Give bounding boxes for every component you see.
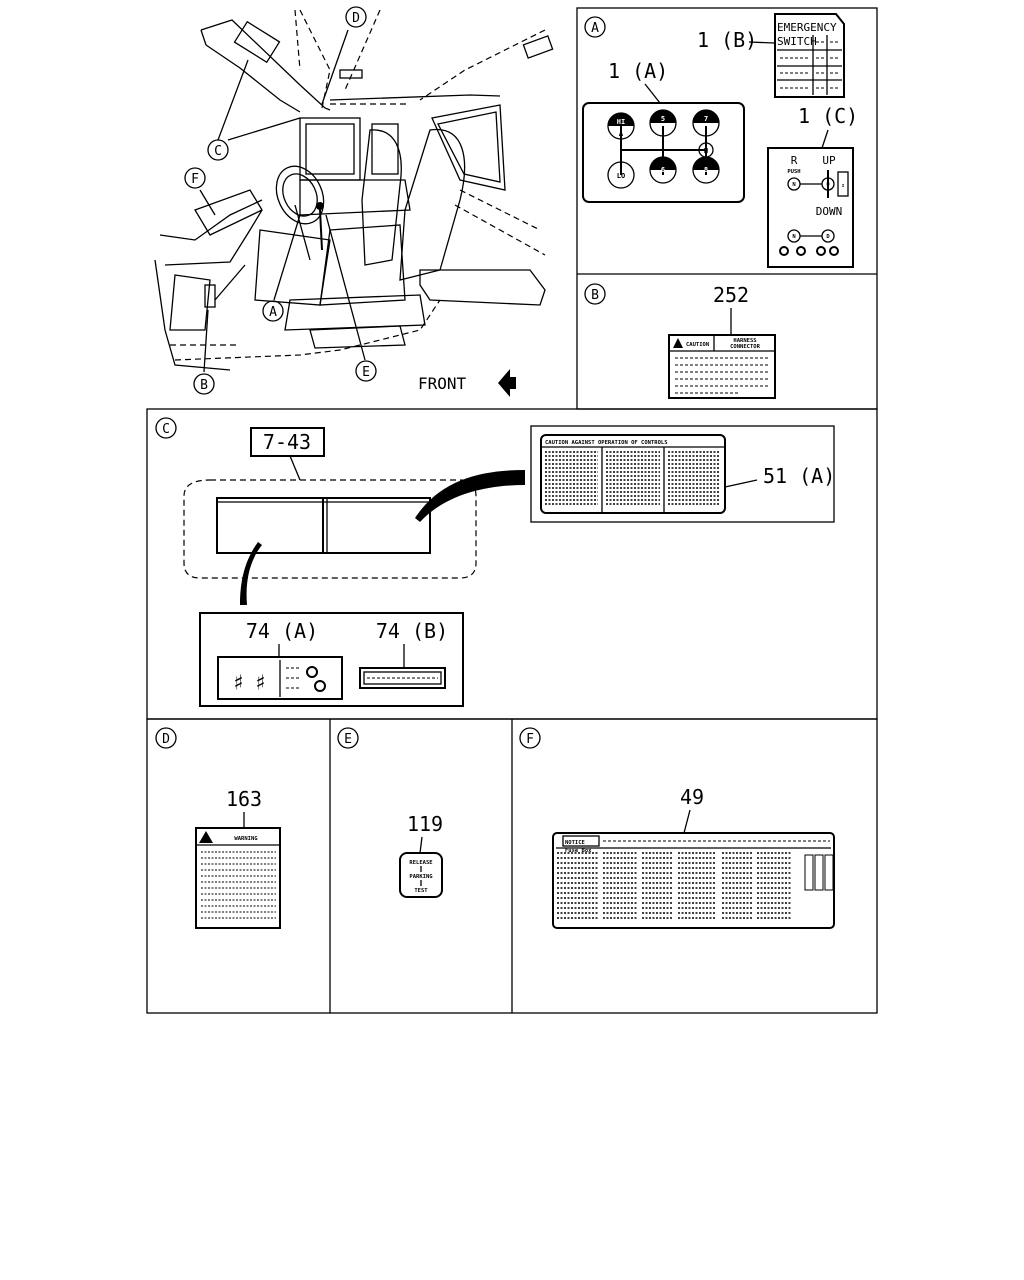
part-51a-label: 51 (A) bbox=[763, 464, 835, 488]
callout-b: B bbox=[193, 373, 215, 395]
emergency-switch-decal: EMERGENCY SWITCH bbox=[774, 13, 845, 98]
sun-visor bbox=[183, 479, 477, 579]
svg-text:PARKING: PARKING bbox=[409, 874, 433, 880]
callout-e: E bbox=[355, 360, 377, 382]
part-49-label: 49 bbox=[680, 785, 704, 809]
warning-triangle-icon bbox=[673, 338, 683, 348]
svg-text:Fuse Box: Fuse Box bbox=[565, 848, 592, 854]
part-1a-label: 1 (A) bbox=[608, 59, 668, 83]
svg-text:N: N bbox=[704, 147, 708, 155]
svg-text:C: C bbox=[162, 422, 170, 437]
svg-text:8: 8 bbox=[704, 166, 708, 174]
part-1b-label: 1 (B) bbox=[697, 28, 757, 52]
svg-text:6: 6 bbox=[661, 166, 665, 174]
part-74b-label: 74 (B) bbox=[376, 619, 448, 643]
seat-control-decal: ♯ ♯ bbox=[217, 656, 343, 700]
svg-text:UP: UP bbox=[822, 154, 836, 167]
panel-f: F 49 NOTICE Fuse Box bbox=[519, 727, 835, 929]
part-74a-label: 74 (A) bbox=[246, 619, 318, 643]
svg-text:DOWN: DOWN bbox=[816, 205, 843, 218]
svg-text:CAUTION: CAUTION bbox=[686, 342, 709, 348]
part-119-label: 119 bbox=[407, 812, 443, 836]
front-label: FRONT bbox=[418, 374, 467, 393]
gear-icon bbox=[779, 246, 839, 256]
svg-text:F: F bbox=[526, 732, 534, 747]
callout-a: A bbox=[262, 300, 284, 322]
part-163-label: 163 bbox=[226, 787, 262, 811]
svg-text:RELEASE: RELEASE bbox=[409, 860, 432, 866]
svg-text:5: 5 bbox=[661, 115, 665, 123]
callout-f: F bbox=[184, 167, 206, 189]
fuse-box-notice-decal: NOTICE Fuse Box bbox=[552, 832, 835, 929]
svg-text:LO: LO bbox=[617, 172, 625, 180]
svg-text:PUSH: PUSH bbox=[787, 169, 800, 175]
front-arrow-icon bbox=[498, 369, 516, 397]
svg-text:↕: ↕ bbox=[841, 183, 844, 189]
panel-e: E 119 RELEASE PARKING TEST bbox=[337, 727, 443, 898]
svg-text:N: N bbox=[792, 234, 795, 240]
svg-text:A: A bbox=[619, 130, 624, 138]
svg-text:D: D bbox=[826, 234, 830, 240]
svg-text:♯: ♯ bbox=[254, 671, 267, 696]
svg-text:HI: HI bbox=[617, 118, 625, 126]
svg-text:EMERGENCY: EMERGENCY bbox=[777, 21, 837, 34]
svg-text:C: C bbox=[214, 144, 222, 159]
panel-b: B 252 CAUTION HARNESS CONNECTOR bbox=[584, 283, 776, 399]
svg-text:F: F bbox=[191, 172, 199, 187]
panel-frames bbox=[146, 7, 878, 1014]
panel-c: C 7-43 CAUTION AGAINST OPERATION OF CONT… bbox=[155, 417, 835, 707]
shift-pattern-decal: HI A 5 7 N LO 6 8 bbox=[582, 102, 745, 203]
panel-d: D 163 WARNING bbox=[155, 727, 281, 929]
svg-text:SWITCH: SWITCH bbox=[777, 35, 817, 48]
part-1c-label: 1 (C) bbox=[798, 104, 858, 128]
leader-arrow-74 bbox=[240, 542, 262, 605]
svg-text:TEST: TEST bbox=[414, 888, 428, 894]
svg-text:CONNECTOR: CONNECTOR bbox=[730, 344, 760, 350]
caution-harness-decal: CAUTION HARNESS CONNECTOR bbox=[668, 334, 776, 399]
svg-text:B: B bbox=[591, 288, 599, 303]
caution-controls-decal: CAUTION AGAINST OPERATION OF CONTROLS bbox=[540, 434, 726, 514]
svg-text:N: N bbox=[792, 182, 795, 188]
fuse-column bbox=[814, 854, 824, 891]
svg-text:NOTICE: NOTICE bbox=[565, 840, 585, 846]
callout-d: D bbox=[345, 6, 367, 28]
part-743-label: 7-43 bbox=[263, 430, 311, 454]
svg-text:D: D bbox=[162, 732, 170, 747]
svg-text:A: A bbox=[591, 21, 599, 36]
strip-decal bbox=[359, 667, 446, 689]
svg-text:HARNESS: HARNESS bbox=[733, 338, 756, 344]
svg-text:WARNING: WARNING bbox=[234, 836, 258, 842]
release-parking-test-decal: RELEASE PARKING TEST bbox=[399, 852, 443, 898]
part-252-label: 252 bbox=[713, 283, 749, 307]
svg-text:B: B bbox=[200, 378, 208, 393]
fuse-column bbox=[804, 854, 814, 891]
leader-arrow-51 bbox=[415, 470, 525, 522]
svg-text:E: E bbox=[344, 732, 352, 747]
warning-triangle-icon bbox=[199, 831, 213, 843]
svg-text:D: D bbox=[352, 11, 360, 26]
fuse-column bbox=[824, 854, 834, 891]
svg-text:♯: ♯ bbox=[232, 671, 245, 696]
svg-text:R: R bbox=[791, 154, 798, 167]
warning-decal: WARNING bbox=[195, 827, 281, 929]
panel-a: A 1 (B) EMERGENCY SWITCH 1 (A) bbox=[582, 13, 858, 268]
svg-text:CAUTION AGAINST OPERATION OF C: CAUTION AGAINST OPERATION OF CONTROLS bbox=[545, 440, 668, 446]
svg-text:7: 7 bbox=[704, 115, 708, 123]
svg-text:E: E bbox=[362, 365, 370, 380]
cab-interior-illustration: C D F A B E FRONT bbox=[154, 6, 554, 397]
range-selector-decal: R PUSH UP N D ↕ DOWN N D bbox=[767, 147, 854, 268]
callout-c: C bbox=[207, 139, 229, 161]
svg-text:A: A bbox=[269, 305, 277, 320]
